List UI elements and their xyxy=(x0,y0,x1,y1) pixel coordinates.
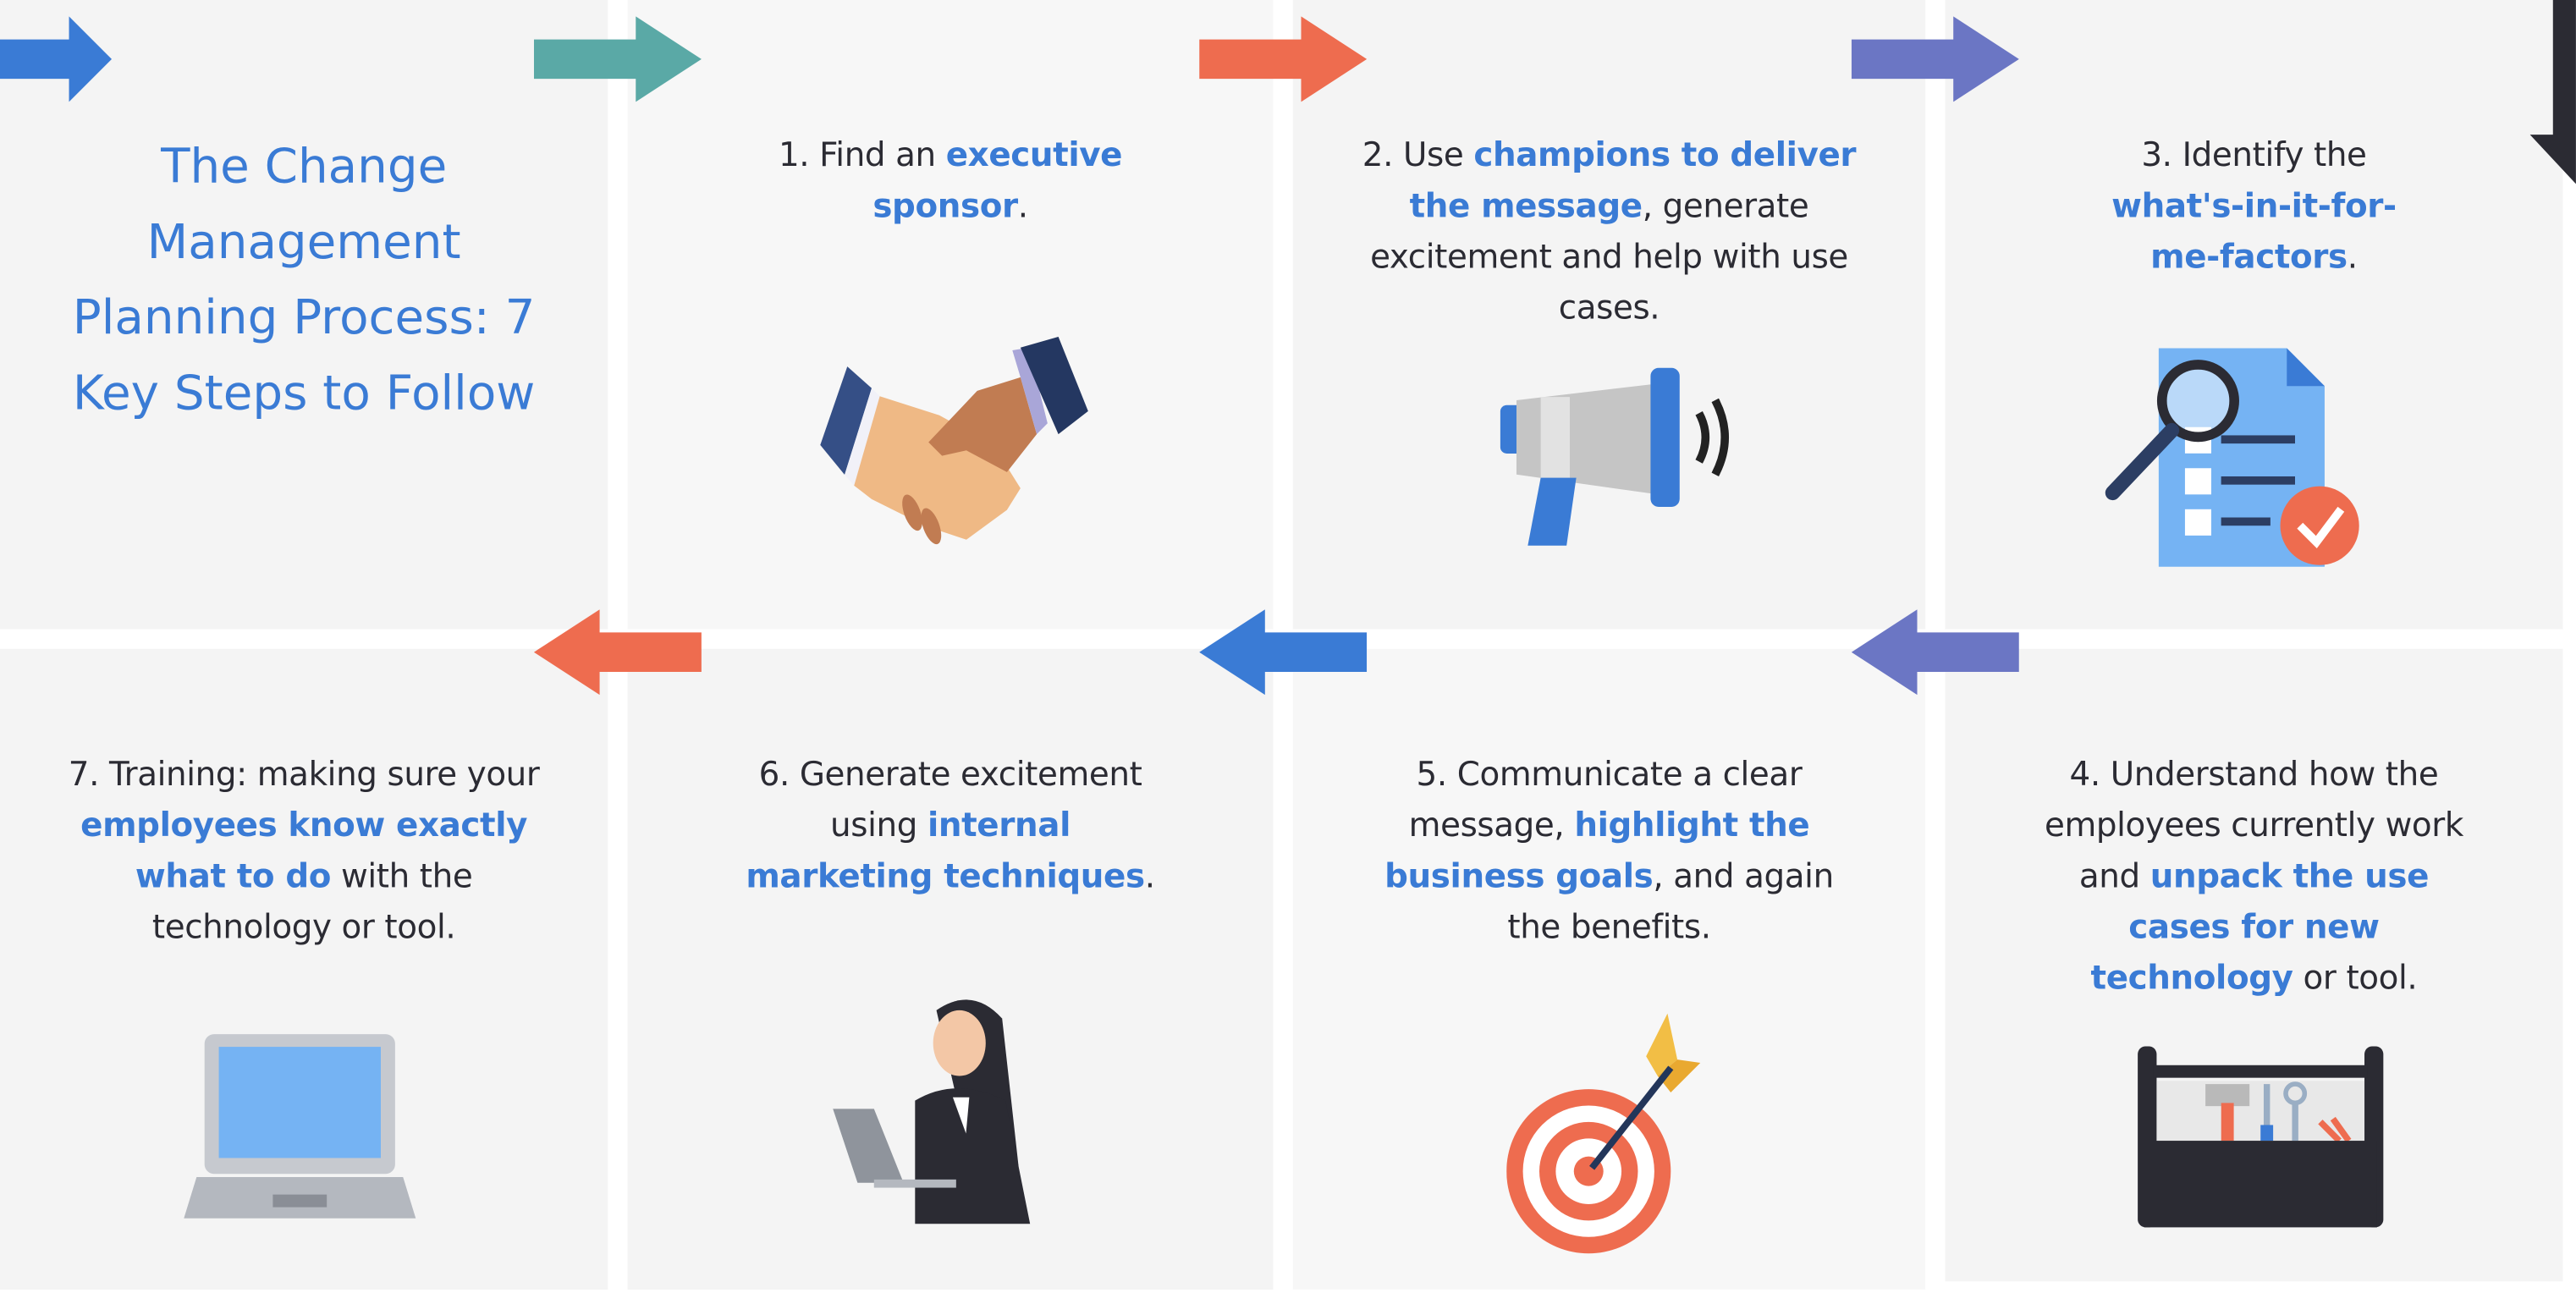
toolbox-icon xyxy=(2138,1046,2384,1228)
step-text-segment: . xyxy=(1144,856,1155,896)
highlighted-text: unpack the use cases for new technology xyxy=(2090,856,2430,998)
step-text-segment: 5. Communicate a clear message, xyxy=(1408,754,1803,845)
page-title: The Change Management Planning Process: … xyxy=(72,138,536,421)
step-4-panel: 4. Understand how the employees currentl… xyxy=(1945,648,2563,1282)
step-1-text: 1. Find an executive sponsor. xyxy=(628,129,1274,231)
step-1-panel: 1. Find an executive sponsor. xyxy=(627,0,1274,630)
arrow-left-orange xyxy=(533,609,702,696)
step-7-panel: 7. Training: making sure your employees … xyxy=(0,648,608,1290)
step-6-panel: 6. Generate excitement using internal ma… xyxy=(627,648,1274,1290)
highlighted-text: executive sponsor xyxy=(872,135,1123,225)
arrow-left-blue xyxy=(1199,609,1368,696)
step-text-segment: , generate excitement and help with use … xyxy=(1370,185,1848,327)
laptop-icon xyxy=(184,1034,416,1219)
step-7-text: 7. Training: making sure your employees … xyxy=(0,749,608,953)
step-text-segment: or tool. xyxy=(2293,957,2418,998)
handshake-icon xyxy=(820,336,1088,545)
step-text-segment: . xyxy=(1017,185,1028,225)
step-text-segment: 7. Training: making sure your xyxy=(68,754,540,794)
step-3-text: 3. Identify the what's-in-it-for-me-fact… xyxy=(1945,129,2562,283)
megaphone-icon xyxy=(1500,367,1730,546)
step-text-segment: 1. Find an xyxy=(778,135,946,174)
arrow-down-dark xyxy=(2529,0,2576,184)
woman-laptop-icon xyxy=(833,999,1031,1224)
step-text-segment: 6. Generate excitement using xyxy=(758,754,1142,845)
step-5-panel: 5. Communicate a clear message, highligh… xyxy=(1292,648,1926,1290)
step-3-panel: 3. Identify the what's-in-it-for-me-fact… xyxy=(1945,0,2563,630)
highlighted-text: internal marketing techniques xyxy=(746,805,1145,896)
step-5-text: 5. Communicate a clear message, highligh… xyxy=(1293,749,1925,953)
step-text-segment: , and again the benefits. xyxy=(1507,856,1834,947)
target-icon xyxy=(1506,1013,1701,1254)
arrow-right-teal xyxy=(533,16,702,102)
highlighted-text: what's-in-it-for-me-factors xyxy=(2111,185,2397,277)
step-text-segment: with the technology or tool. xyxy=(151,856,473,947)
step-text-segment: . xyxy=(2347,236,2358,277)
step-2-text: 2. Use champions to deliver the message,… xyxy=(1293,129,1925,333)
arrow-right-blue xyxy=(0,16,113,102)
document-magnifier-icon xyxy=(2105,348,2359,567)
arrow-right-purple xyxy=(1851,16,2019,102)
step-text-segment: 3. Identify the xyxy=(2141,135,2367,174)
step-4-text: 4. Understand how the employees currentl… xyxy=(1945,749,2562,1004)
step-6-text: 6. Generate excitement using internal ma… xyxy=(628,749,1274,902)
arrow-right-orange xyxy=(1199,16,1368,102)
highlighted-text: champions to deliver the message xyxy=(1409,135,1857,225)
arrow-left-purple xyxy=(1851,609,2019,696)
highlighted-text: employees know exactly what to do xyxy=(80,805,528,896)
highlighted-text: highlight the business goals xyxy=(1384,805,1810,896)
step-text-segment: 2. Use xyxy=(1362,135,1474,174)
step-2-panel: 2. Use champions to deliver the message,… xyxy=(1292,0,1926,630)
title-panel: The Change Management Planning Process: … xyxy=(0,0,608,630)
step-text-segment: 4. Understand how the employees currentl… xyxy=(2044,754,2463,896)
